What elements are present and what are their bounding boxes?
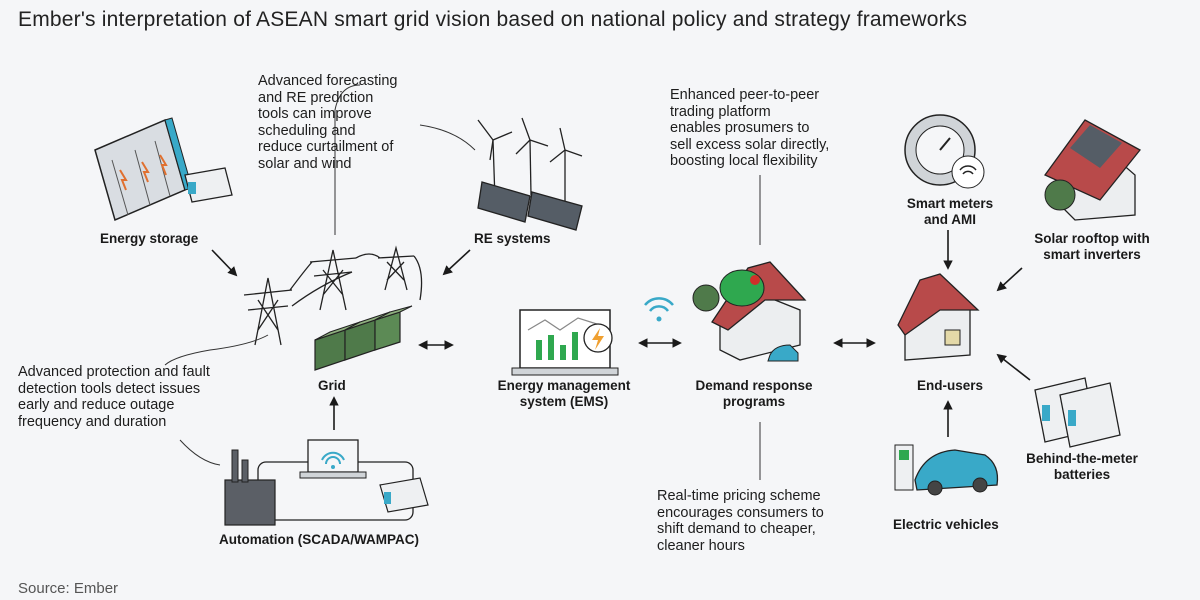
- p2p-note: Enhanced peer-to-peer trading platform e…: [670, 87, 829, 170]
- forecasting-note-line-4: scheduling and: [258, 122, 356, 139]
- wifi-icon: [644, 297, 674, 322]
- energy-storage-label: Energy storage: [100, 231, 199, 246]
- ems-label: Energy management system (EMS): [488, 378, 640, 410]
- ems-illustration: [511, 309, 619, 376]
- ems-label-line-2: system (EMS): [519, 394, 609, 409]
- btm-batteries-label-line-1: Behind-the-meter: [1026, 451, 1138, 466]
- btm-batteries-label-line-2: batteries: [1053, 467, 1111, 482]
- forecasting-note-line-2: and RE prediction: [258, 89, 374, 106]
- protection-note-line-3: early and reduce outage: [18, 397, 175, 413]
- demand-response-label-line-1: Demand response: [695, 378, 813, 393]
- ems-label-line-1: Energy management: [497, 378, 631, 393]
- demand-response-label-line-2: programs: [722, 394, 786, 409]
- forecasting-note-line-3: tools can improve: [258, 106, 372, 122]
- end-users-label: End-users: [917, 378, 984, 393]
- connectors: [211, 230, 1031, 437]
- re-systems-label: RE systems: [474, 231, 551, 246]
- forecasting-note: Advanced forecasting and RE prediction t…: [258, 73, 397, 172]
- re-systems-illustration: [477, 117, 583, 231]
- forecasting-note-line-5: reduce curtailment of: [258, 139, 394, 155]
- forecasting-note-line-6: solar and wind: [258, 155, 352, 172]
- solar-rooftop-illustration: [1044, 119, 1141, 221]
- diagram-title: Ember's interpretation of ASEAN smart gr…: [18, 8, 968, 31]
- demand-response-label: Demand response programs: [684, 378, 824, 410]
- p2p-note-line-2: trading platform: [670, 103, 771, 120]
- smart-meters-label-line-2: and AMI: [924, 212, 976, 227]
- smart-meters-label: Smart meters and AMI: [895, 196, 1005, 228]
- smart-meter-illustration: [904, 114, 985, 189]
- source-note: Source: Ember: [18, 580, 119, 597]
- btm-batteries-label: Behind-the-meter batteries: [1012, 451, 1152, 483]
- protection-note-line-4: frequency and duration: [18, 413, 167, 430]
- automation-illustration: [224, 439, 429, 526]
- solar-rooftop-label: Solar rooftop with smart inverters: [1022, 231, 1162, 263]
- pricing-note-line-3: shift demand to cheaper,: [657, 521, 816, 537]
- smart-meters-label-line-1: Smart meters: [906, 196, 994, 211]
- demand-response-illustration: [692, 261, 807, 362]
- grid-battery-illustration: [314, 305, 413, 371]
- solar-rooftop-label-line-2: smart inverters: [1043, 247, 1141, 262]
- energy-storage-illustration: [94, 117, 233, 222]
- pricing-note: Real-time pricing scheme encourages cons…: [657, 488, 824, 554]
- callout-lines: [164, 84, 761, 480]
- p2p-note-line-1: Enhanced peer-to-peer: [670, 87, 820, 103]
- end-users-illustration: [897, 273, 980, 361]
- forecasting-note-line-1: Advanced forecasting: [258, 73, 398, 89]
- grid-label: Grid: [318, 378, 346, 393]
- protection-note-line-2: detection tools detect issues: [18, 380, 201, 397]
- p2p-note-line-5: boosting local flexibility: [670, 153, 818, 169]
- grid-illustration: [243, 245, 423, 346]
- solar-rooftop-label-line-1: Solar rooftop with: [1034, 231, 1150, 246]
- pricing-note-line-4: cleaner hours: [657, 537, 745, 554]
- protection-note: Advanced protection and fault detection …: [18, 364, 210, 430]
- p2p-note-line-4: sell excess solar directly,: [670, 136, 830, 153]
- electric-vehicle-illustration: [894, 444, 999, 496]
- pricing-note-line-2: encourages consumers to: [657, 504, 824, 521]
- p2p-note-line-3: enables prosumers to: [670, 120, 810, 136]
- btm-batteries-illustration: [1034, 377, 1121, 448]
- electric-vehicles-label: Electric vehicles: [893, 517, 999, 532]
- protection-note-line-1: Advanced protection and fault: [18, 364, 210, 380]
- automation-label: Automation (SCADA/WAMPAC): [219, 532, 419, 547]
- pricing-note-line-1: Real-time pricing scheme: [657, 488, 821, 504]
